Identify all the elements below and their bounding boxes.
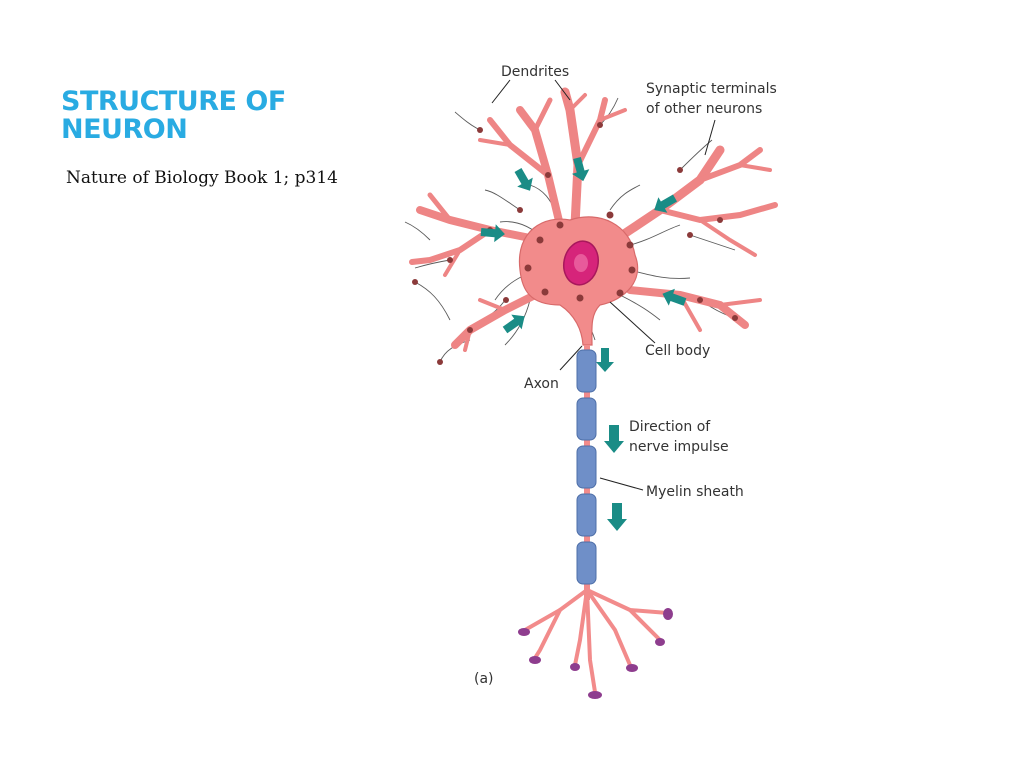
slide-title-line-2: NEURON: [61, 114, 188, 145]
terminal-knobs: [518, 608, 673, 699]
label-direction-line-2: nerve impulse: [629, 439, 729, 455]
impulse-arrow: [514, 168, 533, 191]
slide-title: STRUCTURE OF NEURON: [61, 88, 361, 144]
label-panel-a: (a): [474, 671, 494, 687]
myelin-segment: [576, 349, 597, 393]
label-leader-lines: [491, 79, 716, 491]
nucleolus: [574, 254, 588, 272]
myelin-segment: [576, 397, 597, 441]
label-cell-body: Cell body: [645, 343, 710, 359]
impulse-arrow: [571, 156, 590, 182]
impulse-arrow: [596, 348, 614, 372]
label-direction-line-1: Direction of: [629, 419, 711, 435]
label-myelin-sheath: Myelin sheath: [646, 484, 744, 500]
slide-title-line-1: STRUCTURE OF: [61, 86, 286, 117]
myelin-segment: [576, 541, 597, 585]
label-axon: Axon: [524, 376, 559, 392]
impulse-arrow: [607, 503, 627, 531]
slide-subtitle: Nature of Biology Book 1; p314: [66, 168, 338, 188]
myelin-sheath: [576, 349, 597, 585]
impulse-arrow: [502, 314, 525, 334]
impulse-arrows: [480, 156, 687, 531]
impulse-arrow: [480, 224, 505, 243]
label-synaptic-terminals-line-1: Synaptic terminals: [646, 81, 777, 97]
myelin-segment: [576, 493, 597, 537]
impulse-arrow: [654, 194, 677, 213]
label-dendrites: Dendrites: [501, 64, 569, 80]
label-synaptic-terminals-line-2: of other neurons: [646, 101, 762, 117]
impulse-arrow: [604, 425, 624, 453]
impulse-arrow: [662, 288, 687, 306]
myelin-segment: [576, 445, 597, 489]
axon-terminals: [523, 588, 670, 694]
